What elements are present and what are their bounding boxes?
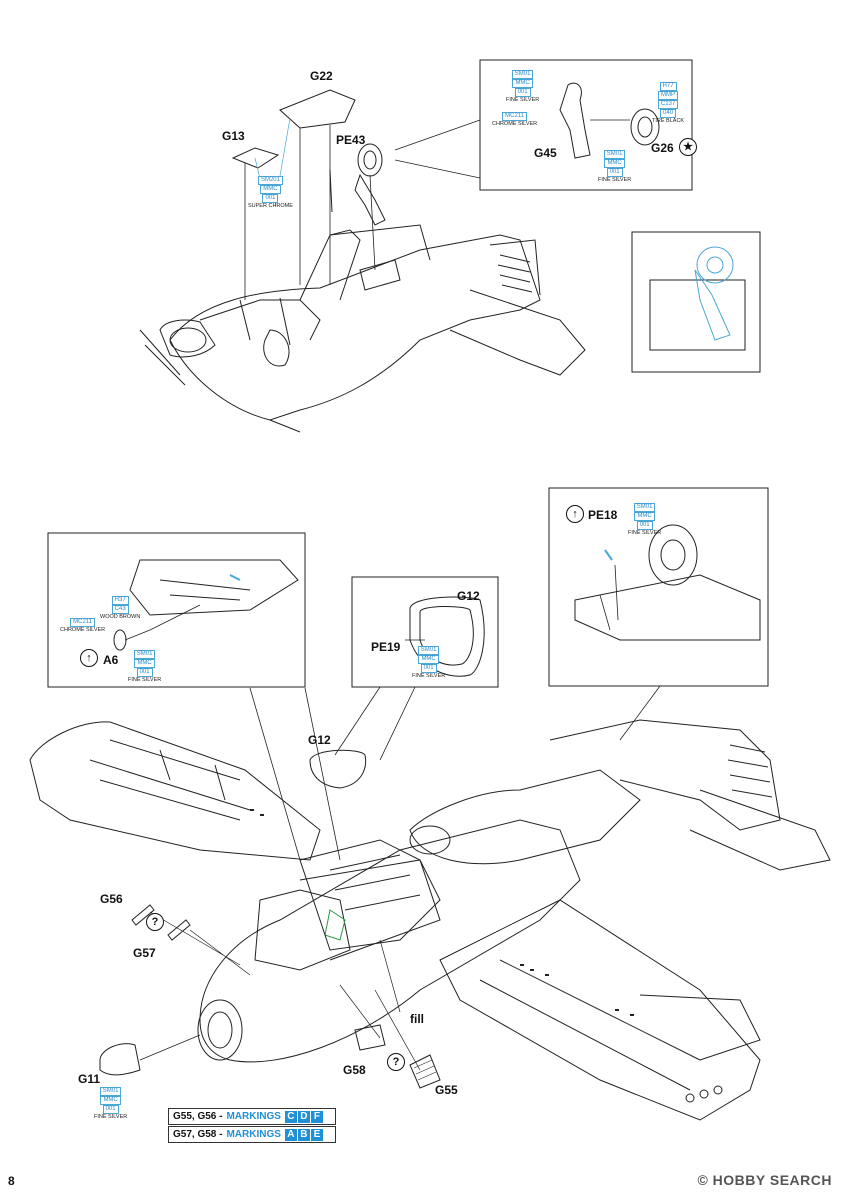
marking-letter: F [310, 1110, 323, 1123]
part-label-g55: G55 [435, 1083, 458, 1097]
part-label-pe43: PE43 [336, 133, 366, 147]
paint-callout-g45-fine-silver: SM01 MMC 001 FINE SILVER [506, 70, 540, 103]
part-label-pe18: PE18 [588, 508, 618, 522]
paint-callout-g45-fine-silver-lower: SM01 MMC 001 FINE SILVER [598, 150, 632, 183]
paint-callout-a6-fine-silver: SM01 MMC 001 FINE SILVER [128, 650, 162, 683]
part-label-a6: A6 [103, 653, 119, 667]
watermark: © HOBBY SEARCH [697, 1172, 832, 1188]
part-label-fill: fill [410, 1012, 424, 1026]
marking-letter: A [284, 1128, 297, 1141]
part-label-g13: G13 [222, 129, 245, 143]
legend-row: G57, G58 - MARKINGS A B E [168, 1126, 336, 1143]
part-label-g12: G12 [308, 733, 331, 747]
part-label-g26: G26 [651, 141, 674, 155]
paint-callout-super-chrome: SM201 MMC 001 SUPER CHROME [248, 176, 293, 209]
pe18-inset-drawing [548, 487, 769, 687]
part-label-pe19: PE19 [371, 640, 401, 654]
marking-letter: B [297, 1128, 310, 1141]
legend-row: G55, G56 - MARKINGS C D F [168, 1108, 336, 1125]
part-label-g56: G56 [100, 892, 123, 906]
star-symbol-icon: ★ [679, 138, 697, 156]
g45-inset-drawing [479, 59, 693, 191]
page-number: 8 [8, 1174, 15, 1188]
marking-letter: C [284, 1110, 297, 1123]
part-label-g57: G57 [133, 946, 156, 960]
gear-bay-inset-drawing [631, 231, 761, 373]
a6-inset-drawing [47, 532, 306, 688]
main-aircraft-drawing [29, 719, 831, 1121]
paint-callout-g11-fine-silver: SM01 MMC 001 FINE SILVER [94, 1087, 128, 1120]
paint-callout-chrome-silver: MC211 CHROME SILVER [492, 112, 538, 127]
paint-callout-a6-chrome-silver: MC211 CHROME SILVER [60, 618, 106, 633]
top-fuselage-drawing [139, 89, 586, 433]
paint-callout-pe19-fine-silver: SM01 MMC 001 FINE SILVER [412, 646, 446, 679]
arrow-symbol-icon: ↑ [80, 649, 98, 667]
part-label-g12-inset: G12 [457, 589, 480, 603]
part-label-g45: G45 [534, 146, 557, 160]
arrow-symbol-icon: ↑ [566, 505, 584, 523]
question-symbol-icon: ? [387, 1053, 405, 1071]
marking-letter: E [310, 1128, 323, 1141]
paint-callout-pe18-fine-silver: SM01 MMC 001 FINE SILVER [628, 503, 662, 536]
part-label-g58: G58 [343, 1063, 366, 1077]
part-label-g11: G11 [78, 1072, 101, 1086]
markings-legend: G55, G56 - MARKINGS C D F G57, G58 - MAR… [168, 1108, 336, 1144]
question-symbol-icon: ? [146, 913, 164, 931]
paint-callout-tire-black: H77 MMP C137 040 TIRE BLACK [652, 82, 685, 124]
marking-letter: D [297, 1110, 310, 1123]
part-label-g22: G22 [310, 69, 333, 83]
paint-callout-wood-brown: H37 C43 WOOD BROWN [100, 596, 141, 620]
